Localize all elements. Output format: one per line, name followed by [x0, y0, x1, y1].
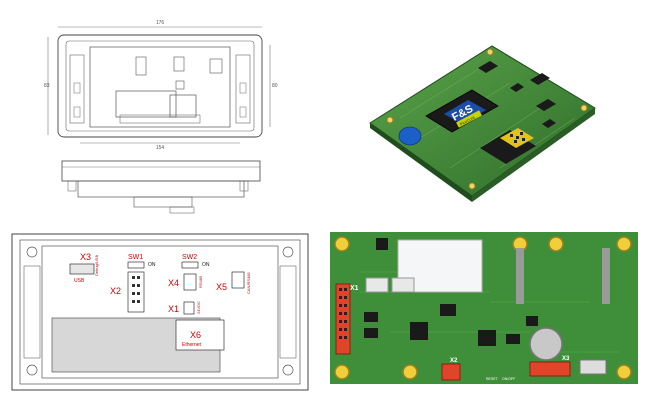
- technical-drawing: 176 83 80 154: [40, 15, 280, 220]
- width-dim: 176: [156, 20, 165, 26]
- inner-width-dim: 154: [156, 145, 165, 151]
- x2-label: X2: [110, 286, 121, 296]
- x4-label: X4: [168, 278, 179, 288]
- sw2-on: ON: [202, 262, 210, 268]
- board-photo: X1 X2 X3 RESET ON/OFF: [330, 232, 638, 384]
- x3-sub: USB: [74, 278, 85, 284]
- x3-label: X3: [80, 252, 91, 262]
- sw2-label: SW2: [182, 254, 197, 261]
- x1-sub: 24VDC: [196, 301, 201, 314]
- x5-label: X5: [216, 282, 227, 292]
- x3-sub2: Debug/USB: [94, 255, 99, 276]
- height-dim-left: 83: [44, 83, 50, 89]
- x6-sub: Ethernet: [182, 342, 202, 348]
- x5-sub: CAN/RS485: [246, 271, 251, 294]
- board-onoff: ON/OFF: [502, 377, 515, 381]
- height-dim-right: 80: [272, 83, 278, 89]
- sw1-label: SW1: [128, 254, 143, 261]
- connector-diagram: X3 USB Debug/USB SW1 ON SW2 ON X2 X4 RS4…: [10, 232, 310, 392]
- board-x2: X2: [450, 358, 458, 364]
- board-reset: RESET: [486, 377, 499, 381]
- module-photo: F&S PicoCore: [360, 28, 600, 208]
- x6-label: X6: [190, 330, 201, 340]
- board-x1: X1: [350, 285, 359, 292]
- x1-label: X1: [168, 304, 179, 314]
- sw1-on: ON: [148, 262, 156, 268]
- board-x3: X3: [562, 356, 570, 362]
- x4-sub: RS485: [198, 275, 203, 288]
